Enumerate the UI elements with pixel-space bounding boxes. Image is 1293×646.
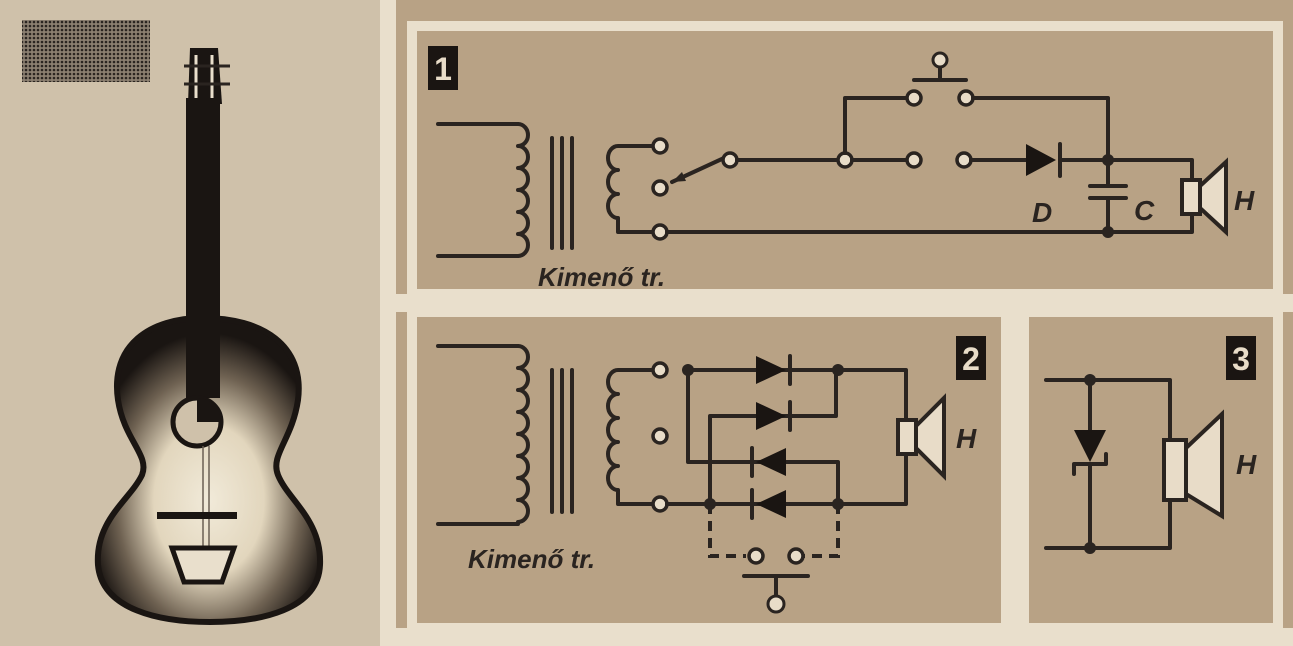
guitar-headstock <box>188 48 222 104</box>
panel-2: 2 <box>436 336 986 614</box>
panel-1-speaker-label: H <box>1234 185 1255 216</box>
panel-1: 1 <box>428 46 1255 292</box>
transformer-icon <box>436 344 654 526</box>
panel-3-speaker-label: H <box>1236 449 1257 480</box>
push-button-icon <box>742 547 810 614</box>
halftone-block <box>22 20 150 82</box>
panel-3-number-box <box>1226 336 1256 380</box>
speaker-icon <box>1180 157 1228 237</box>
panel-2-number: 2 <box>962 341 980 377</box>
panel-3: 3 H <box>1044 336 1257 554</box>
push-button-icon <box>905 51 975 107</box>
panel-2-speaker-label: H <box>956 423 977 454</box>
diode-icon <box>750 354 792 520</box>
guitar-image <box>94 48 324 626</box>
panel-2-transformer-label: Kimenő tr. <box>468 544 595 574</box>
photo-divider <box>380 0 396 646</box>
guitar-bridge <box>157 512 237 519</box>
panel-1-number-box <box>428 46 458 90</box>
diode-label: D <box>1032 197 1052 228</box>
transformer-icon <box>436 122 660 258</box>
guitar-tailpiece <box>168 545 238 585</box>
speaker-icon <box>1162 409 1224 520</box>
speaker-icon <box>896 393 946 481</box>
guitar-neck <box>186 98 220 398</box>
panel-1-transformer-label: Kimenő tr. <box>538 262 665 292</box>
panel-1-number: 1 <box>434 51 452 87</box>
capacitor-label: C <box>1134 195 1155 226</box>
panel-3-number: 3 <box>1232 341 1250 377</box>
panel-2-number-box <box>956 336 986 380</box>
zener-diode-icon <box>1072 378 1108 550</box>
